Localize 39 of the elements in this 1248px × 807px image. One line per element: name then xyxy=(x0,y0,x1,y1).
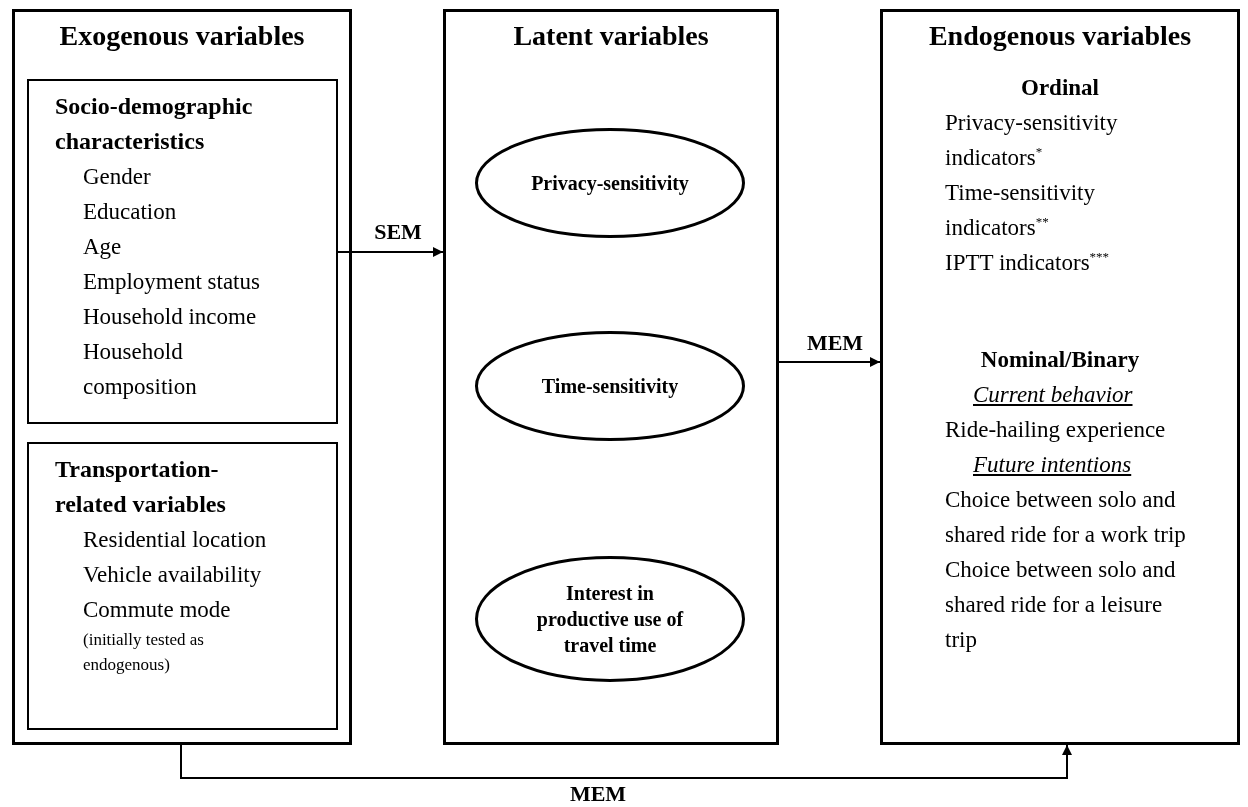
category-heading: Ordinal xyxy=(1020,74,1100,102)
subcategory-heading: Future intentions xyxy=(973,451,1133,479)
variable-text: Employment status xyxy=(83,268,261,296)
category-box xyxy=(880,9,1240,745)
variable-text: Privacy-sensitivity indicators$^{*}$ xyxy=(945,109,1119,172)
category-box xyxy=(12,9,352,745)
note-text: (initially tested as endogenous) xyxy=(83,629,205,676)
group-heading: Transportation-related variables xyxy=(55,455,227,519)
variable-text: Time-sensitivity indicators$^{**}$ xyxy=(945,179,1096,242)
variable-text: Commute mode xyxy=(83,596,232,624)
variable-text: Education xyxy=(83,198,178,226)
latent-variable-ellipse xyxy=(475,556,745,682)
variable-text: Vehicle availability xyxy=(83,561,263,589)
latent-variable-ellipse xyxy=(475,128,745,238)
box-heading: Endogenous variables xyxy=(927,19,1193,53)
box-heading: Latent variables xyxy=(512,19,710,53)
variable-text: Ride-hailing experience xyxy=(945,416,1167,444)
variable-text: Choice between solo and shared ride for a work trip xyxy=(945,486,1187,549)
box-heading: Exogenous variables xyxy=(58,19,306,53)
variable-text: IPTT indicators$^{***}$ xyxy=(945,248,1111,277)
variable-text: Age xyxy=(83,233,123,261)
variable-text: Gender xyxy=(83,163,152,191)
arrow xyxy=(180,744,1072,779)
category-heading: Nominal/Binary xyxy=(979,346,1141,374)
category-box xyxy=(443,9,779,745)
group-heading: Socio-demographic characteristics xyxy=(55,92,254,156)
ellipse-label: Interest in productive use of travel time xyxy=(535,581,685,658)
variable-text: Household composition xyxy=(83,338,198,401)
ellipse-label: Privacy-sensitivity xyxy=(530,171,690,196)
latent-variable-ellipse xyxy=(475,331,745,441)
ellipse-label: Time-sensitivity xyxy=(540,374,680,399)
variable-text: Household income xyxy=(83,303,258,331)
subcategory-heading: Current behavior xyxy=(973,381,1134,409)
group-box xyxy=(27,442,338,730)
group-box xyxy=(27,79,338,424)
arrow xyxy=(778,357,881,367)
variable-text: Choice between solo and shared ride for a leisure trip xyxy=(945,556,1177,654)
arrow xyxy=(337,247,444,257)
variable-text: Residential location xyxy=(83,526,268,554)
